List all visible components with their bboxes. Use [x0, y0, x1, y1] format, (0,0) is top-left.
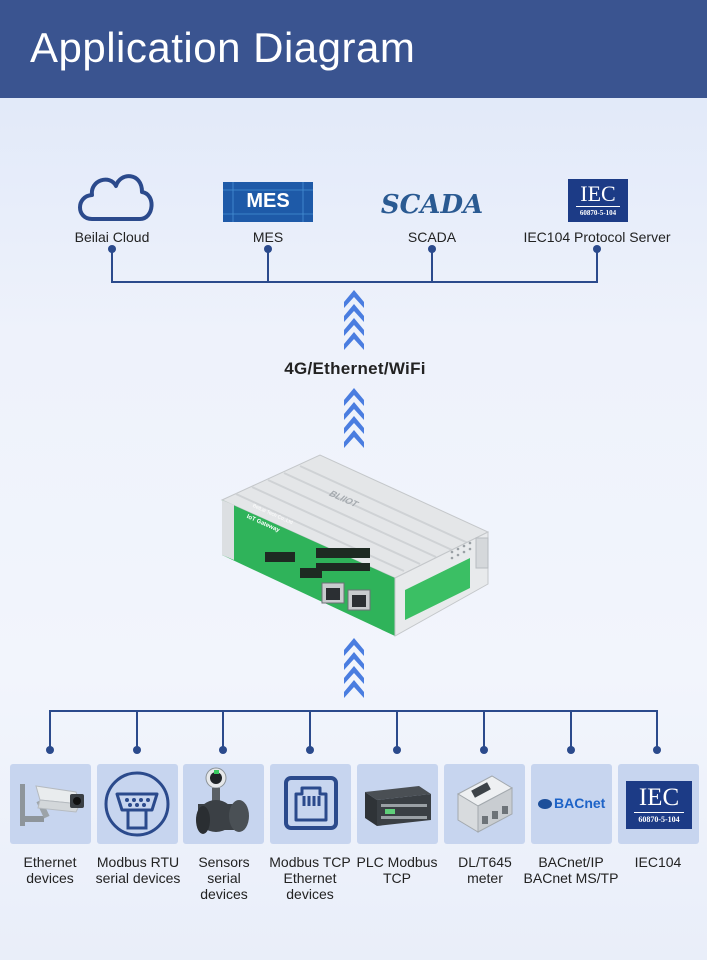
iec-logo: IEC 60870-5-104: [626, 781, 692, 829]
network-label: 4G/Ethernet/WiFi: [284, 359, 426, 378]
top-label-cloud: Beilai Cloud: [74, 229, 150, 245]
header-banner: Application Diagram: [0, 0, 707, 98]
ethernet-port-icon: [284, 776, 338, 830]
plc-icon: [365, 786, 431, 826]
tile-dlt645-meter: [444, 764, 525, 844]
mes-logo: MES: [223, 182, 313, 222]
tile-plc: [357, 764, 438, 844]
bottom-label-ethernet: Ethernet devices: [23, 854, 77, 886]
bottom-label-modbus-rtu: Modbus RTU serial devices: [95, 854, 181, 886]
tile-bacnet: BACnet: [531, 764, 612, 844]
tile-modbus-rtu: [97, 764, 178, 844]
top-label-mes: MES: [252, 229, 284, 245]
bottom-label-modbus-tcp: Modbus TCP Ethernet devices: [269, 854, 351, 902]
tile-iec104: IEC 60870-5-104: [618, 764, 699, 844]
tile-sensors: [183, 764, 264, 844]
iec-logo: IEC 60870-5-104: [568, 179, 628, 222]
meter-icon: [456, 775, 514, 833]
top-label-iec104-server: IEC104 Protocol Server: [523, 229, 671, 245]
bottom-label-bacnet: BACnet/IP BACnet MS/TP: [523, 854, 619, 886]
bottom-label-sensors: Sensors serial devices: [198, 854, 250, 902]
page-title: Application Diagram: [30, 24, 416, 71]
bottom-label-iec104: IEC104: [634, 854, 682, 870]
camera-icon: [20, 784, 84, 826]
bottom-label-meter: DL/T645 meter: [458, 854, 512, 886]
serial-port-icon: [104, 771, 170, 837]
bacnet-logo: BACnet: [537, 795, 609, 811]
bottom-label-plc: PLC Modbus TCP: [356, 854, 438, 886]
tile-modbus-tcp: [270, 764, 351, 844]
tile-ethernet-devices: [10, 764, 91, 844]
flowmeter-icon: [196, 767, 249, 834]
scada-logo: SCADA: [380, 190, 484, 220]
top-label-scada: SCADA: [407, 229, 457, 245]
